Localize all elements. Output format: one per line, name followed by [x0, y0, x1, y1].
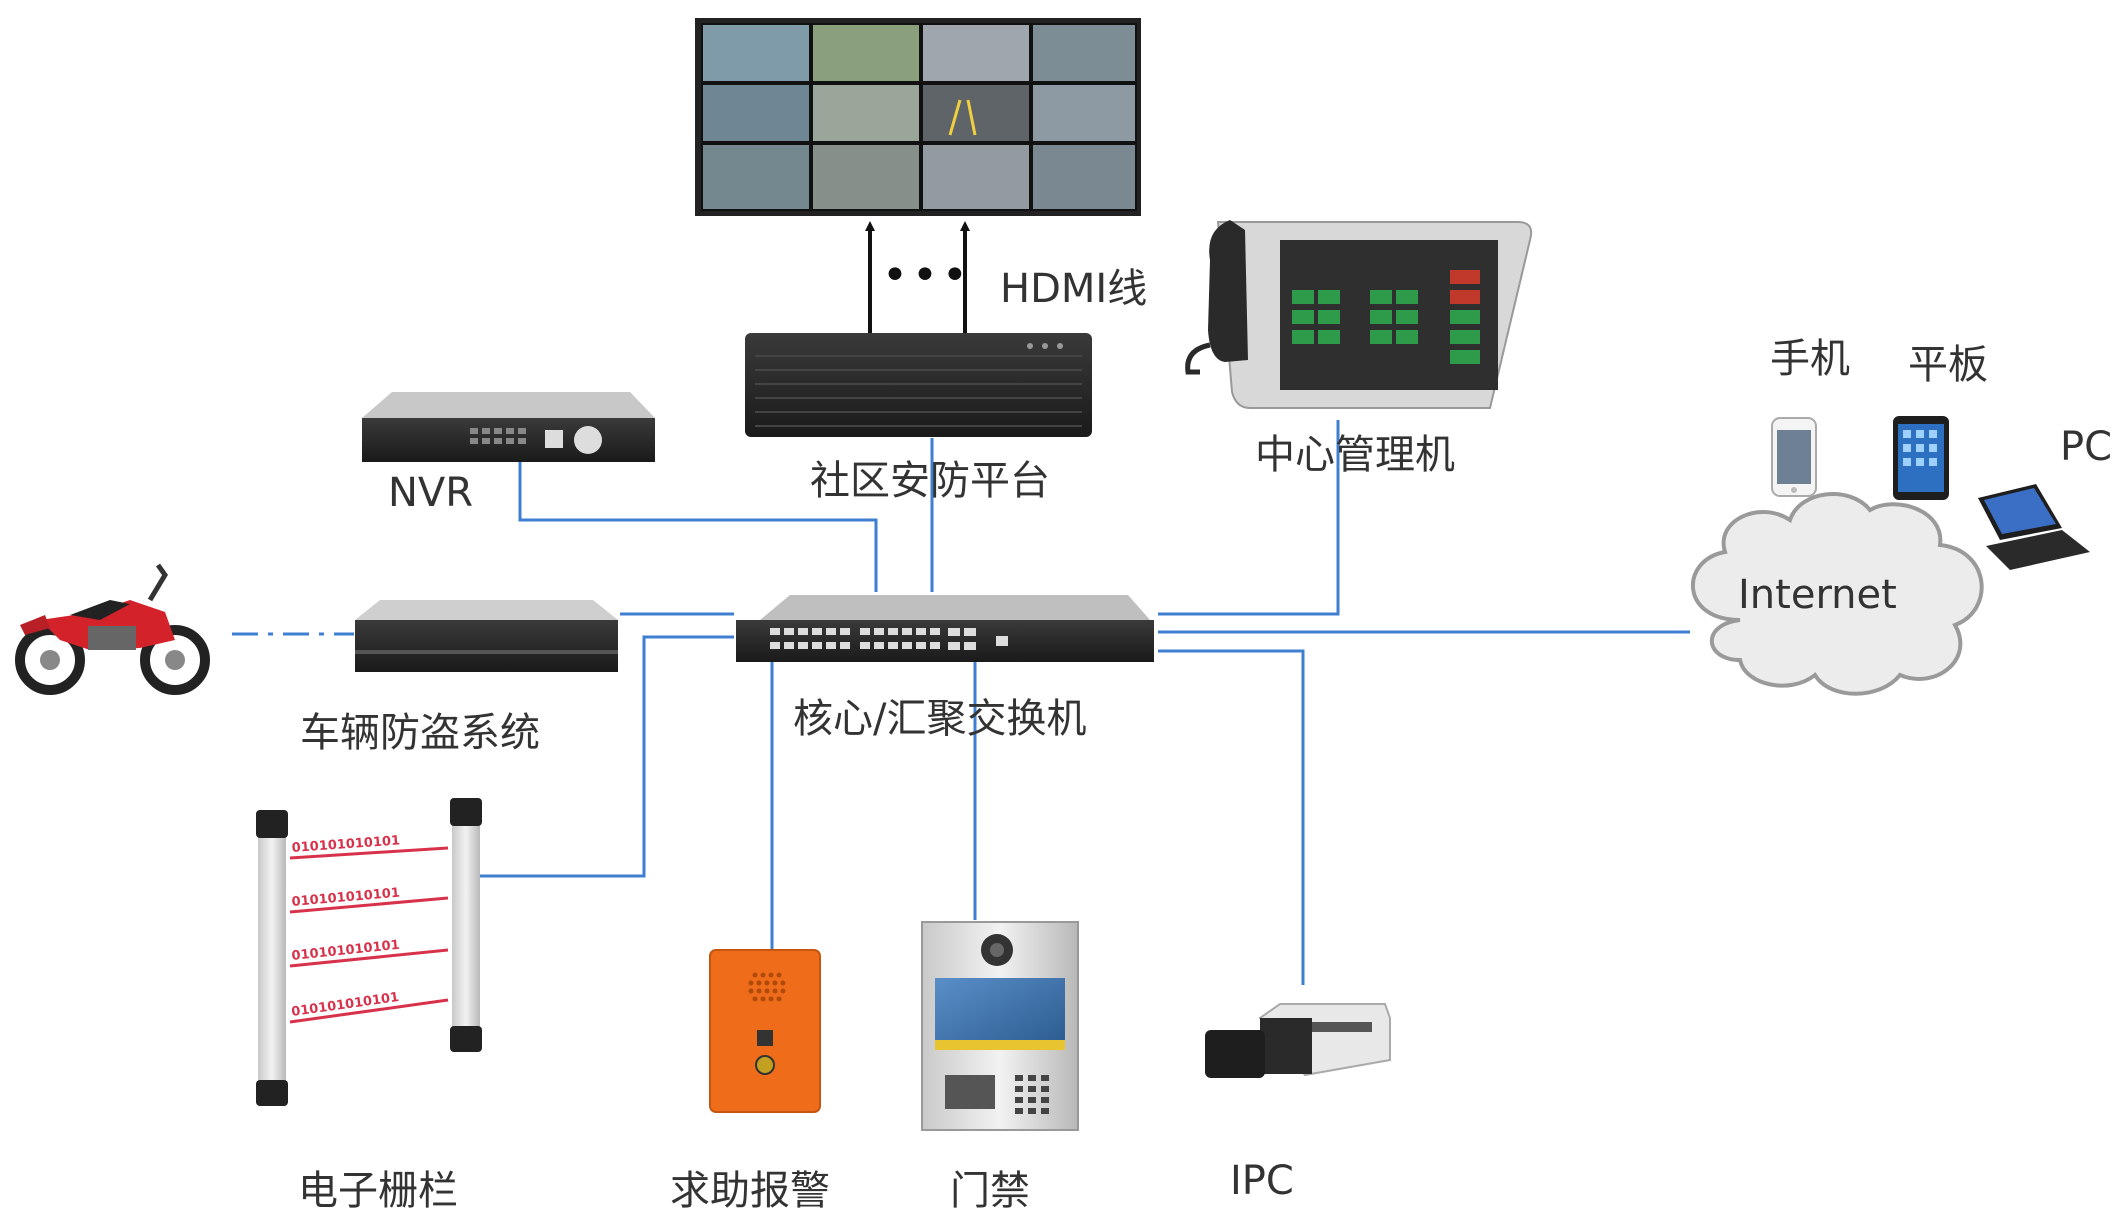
fence-label: 电子栅栏 — [298, 1168, 458, 1214]
alarm-label: 求助报警 — [670, 1168, 830, 1214]
core-switch-label: 核心/汇聚交换机 — [793, 696, 1087, 742]
pc-label: PC — [2060, 424, 2113, 470]
phone-label: 手机 — [1770, 336, 1850, 382]
internet-label: Internet — [1738, 572, 1897, 618]
network-switch-icon — [736, 595, 1154, 662]
nvr-label: NVR — [388, 470, 474, 516]
platform-label: 社区安防平台 — [810, 458, 1050, 504]
cloud-icon — [1690, 492, 1984, 696]
hdmi-arrows — [865, 221, 970, 333]
connection-lines — [480, 420, 1690, 985]
help-alarm-icon — [709, 949, 821, 1113]
tablet-icon — [1893, 416, 1949, 500]
hdmi-cable-label: HDMI线 — [1000, 266, 1148, 312]
laptop-icon — [1978, 484, 2090, 570]
ip-camera-icon — [1205, 1003, 1391, 1078]
tablet-label: 平板 — [1908, 342, 1988, 388]
vehicle-antitheft-label: 车辆防盗系统 — [300, 710, 540, 756]
link-management-switch — [1158, 420, 1340, 616]
phone-icon — [1771, 417, 1817, 497]
management-terminal-icon — [1185, 220, 1533, 409]
server-rack-icon — [745, 333, 1092, 437]
vehicle-receiver-icon — [355, 600, 618, 672]
ipc-label: IPC — [1230, 1158, 1294, 1204]
link-ipc-switch — [1158, 649, 1305, 985]
video-wall-icon — [695, 18, 1141, 216]
door-access-icon — [921, 921, 1079, 1131]
link-nvr-switch — [518, 462, 878, 592]
infrared-fence-icon: 010101010101 010101010101 010101010101 0… — [256, 798, 482, 1106]
nvr-icon — [362, 392, 655, 462]
motorcycle-icon — [15, 563, 210, 695]
management-label: 中心管理机 — [1255, 432, 1455, 478]
hdmi-dots: ••• — [882, 250, 972, 301]
link-fence-switch — [480, 635, 734, 878]
access-label: 门禁 — [950, 1168, 1030, 1214]
